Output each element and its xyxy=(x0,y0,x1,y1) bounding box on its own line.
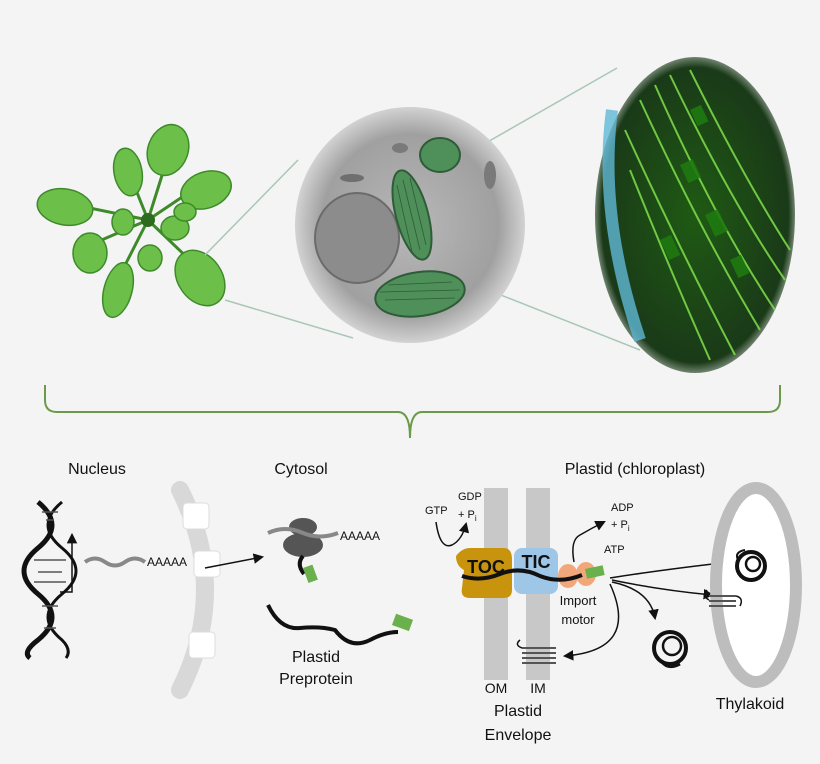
translocating-preprotein xyxy=(461,568,583,582)
export-arrow xyxy=(204,553,265,569)
toc-label: TOC xyxy=(467,557,505,577)
thylakoid-label: Thylakoid xyxy=(716,696,784,713)
import-motor-label-2: motor xyxy=(561,612,595,627)
im-label: IM xyxy=(530,680,546,696)
ribosome-icon xyxy=(267,518,339,584)
gdp-pi-label: + Pi xyxy=(458,509,477,523)
cytosol-heading: Cytosol xyxy=(274,461,327,478)
toc-complex xyxy=(456,548,512,598)
plastid-envelope-label-1: Plastid xyxy=(494,703,542,720)
import-motor-label-1: Import xyxy=(560,593,597,608)
gtp-label: GTP xyxy=(425,505,448,517)
tic-complex xyxy=(514,548,558,594)
gdp-label: GDP xyxy=(458,491,482,503)
adp-pi-label: + Pi xyxy=(611,519,630,533)
transit-peptide-tip xyxy=(585,565,605,579)
zoom-lines xyxy=(204,67,641,351)
thylakoid-coil-icon xyxy=(652,630,688,669)
polya-tail-cytosol: AAAAA xyxy=(340,529,380,543)
grouping-bracket xyxy=(44,385,781,439)
chloroplast-micrograph xyxy=(595,57,795,373)
thylakoid-ring xyxy=(710,482,802,688)
nucleus-heading: Nucleus xyxy=(68,461,126,478)
thylakoid-membrane-protein-icon xyxy=(704,589,743,607)
plastid-preprotein-label-2: Preprotein xyxy=(279,671,353,688)
membrane-protein-icon xyxy=(516,639,556,664)
thylakoid-lumen-protein-icon xyxy=(735,549,767,582)
atp-label: ATP xyxy=(604,544,625,556)
plant-rosette-image xyxy=(36,123,232,319)
om-label: OM xyxy=(485,680,508,696)
plastid-preprotein-label-1: Plastid xyxy=(292,649,340,666)
atp-hydrolysis-arrow xyxy=(572,521,606,563)
mrna-strand xyxy=(83,556,147,568)
plastid-envelope-label-2: Envelope xyxy=(485,727,552,744)
adp-label: ADP xyxy=(611,502,634,514)
dna-icon xyxy=(21,500,78,660)
nuclear-envelope xyxy=(171,481,221,699)
plastid-heading: Plastid (chloroplast) xyxy=(565,461,706,478)
transcription-arrow xyxy=(60,532,78,593)
tic-label: TIC xyxy=(522,552,551,572)
plastid-preprotein-chain xyxy=(266,604,414,646)
polya-tail-nucleus: AAAAA xyxy=(147,555,187,569)
gtp-hydrolysis-arrow xyxy=(435,521,470,547)
cell-electron-micrograph xyxy=(295,107,525,343)
